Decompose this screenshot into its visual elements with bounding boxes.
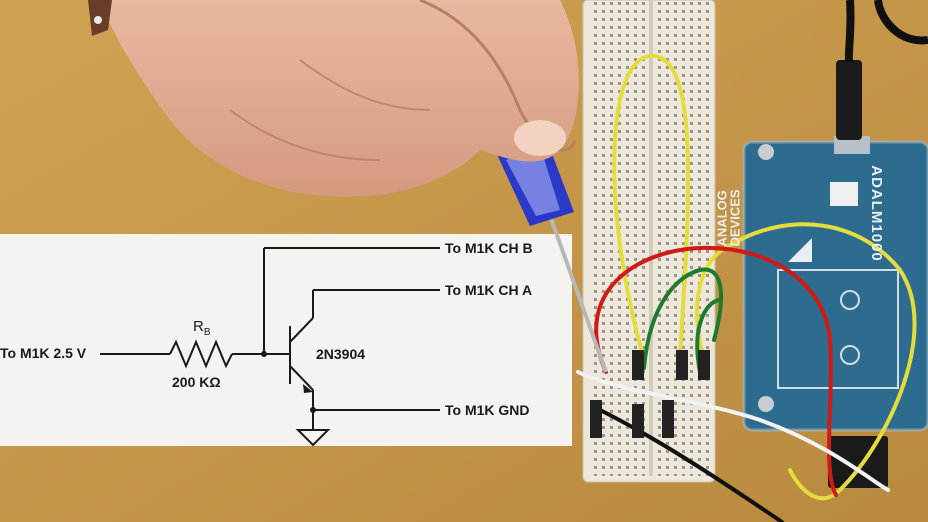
label-supply: To M1K 2.5 V <box>0 345 87 361</box>
resistor-value: 200 KΩ <box>172 374 221 390</box>
label-ch-b: To M1K CH B <box>445 240 533 256</box>
jumper-wires <box>576 53 917 522</box>
board-brand: ANALOG DEVICES <box>715 189 743 247</box>
resistor-name: RB <box>193 318 211 338</box>
black-wire <box>598 408 784 522</box>
resistor-name-main: R <box>193 318 204 335</box>
yellow-wire <box>612 53 691 357</box>
adalm1000-board <box>742 0 928 488</box>
green-wire <box>695 298 722 374</box>
green-wire <box>642 267 723 370</box>
resistor-name-sub: B <box>203 327 211 338</box>
yellow-wire <box>695 222 917 501</box>
label-gnd: To M1K GND <box>445 402 530 418</box>
hand <box>88 0 579 197</box>
transistor-label: 2N3904 <box>316 346 366 362</box>
ground-symbol <box>295 429 331 447</box>
brand-line2: DEVICES <box>727 189 743 247</box>
label-ch-a: To M1K CH A <box>445 282 533 298</box>
board-model: ADALM1000 <box>867 165 885 262</box>
red-wire <box>594 245 838 497</box>
schematic-paper <box>0 234 572 447</box>
resistor-symbol <box>169 339 233 369</box>
white-wire <box>576 370 890 492</box>
